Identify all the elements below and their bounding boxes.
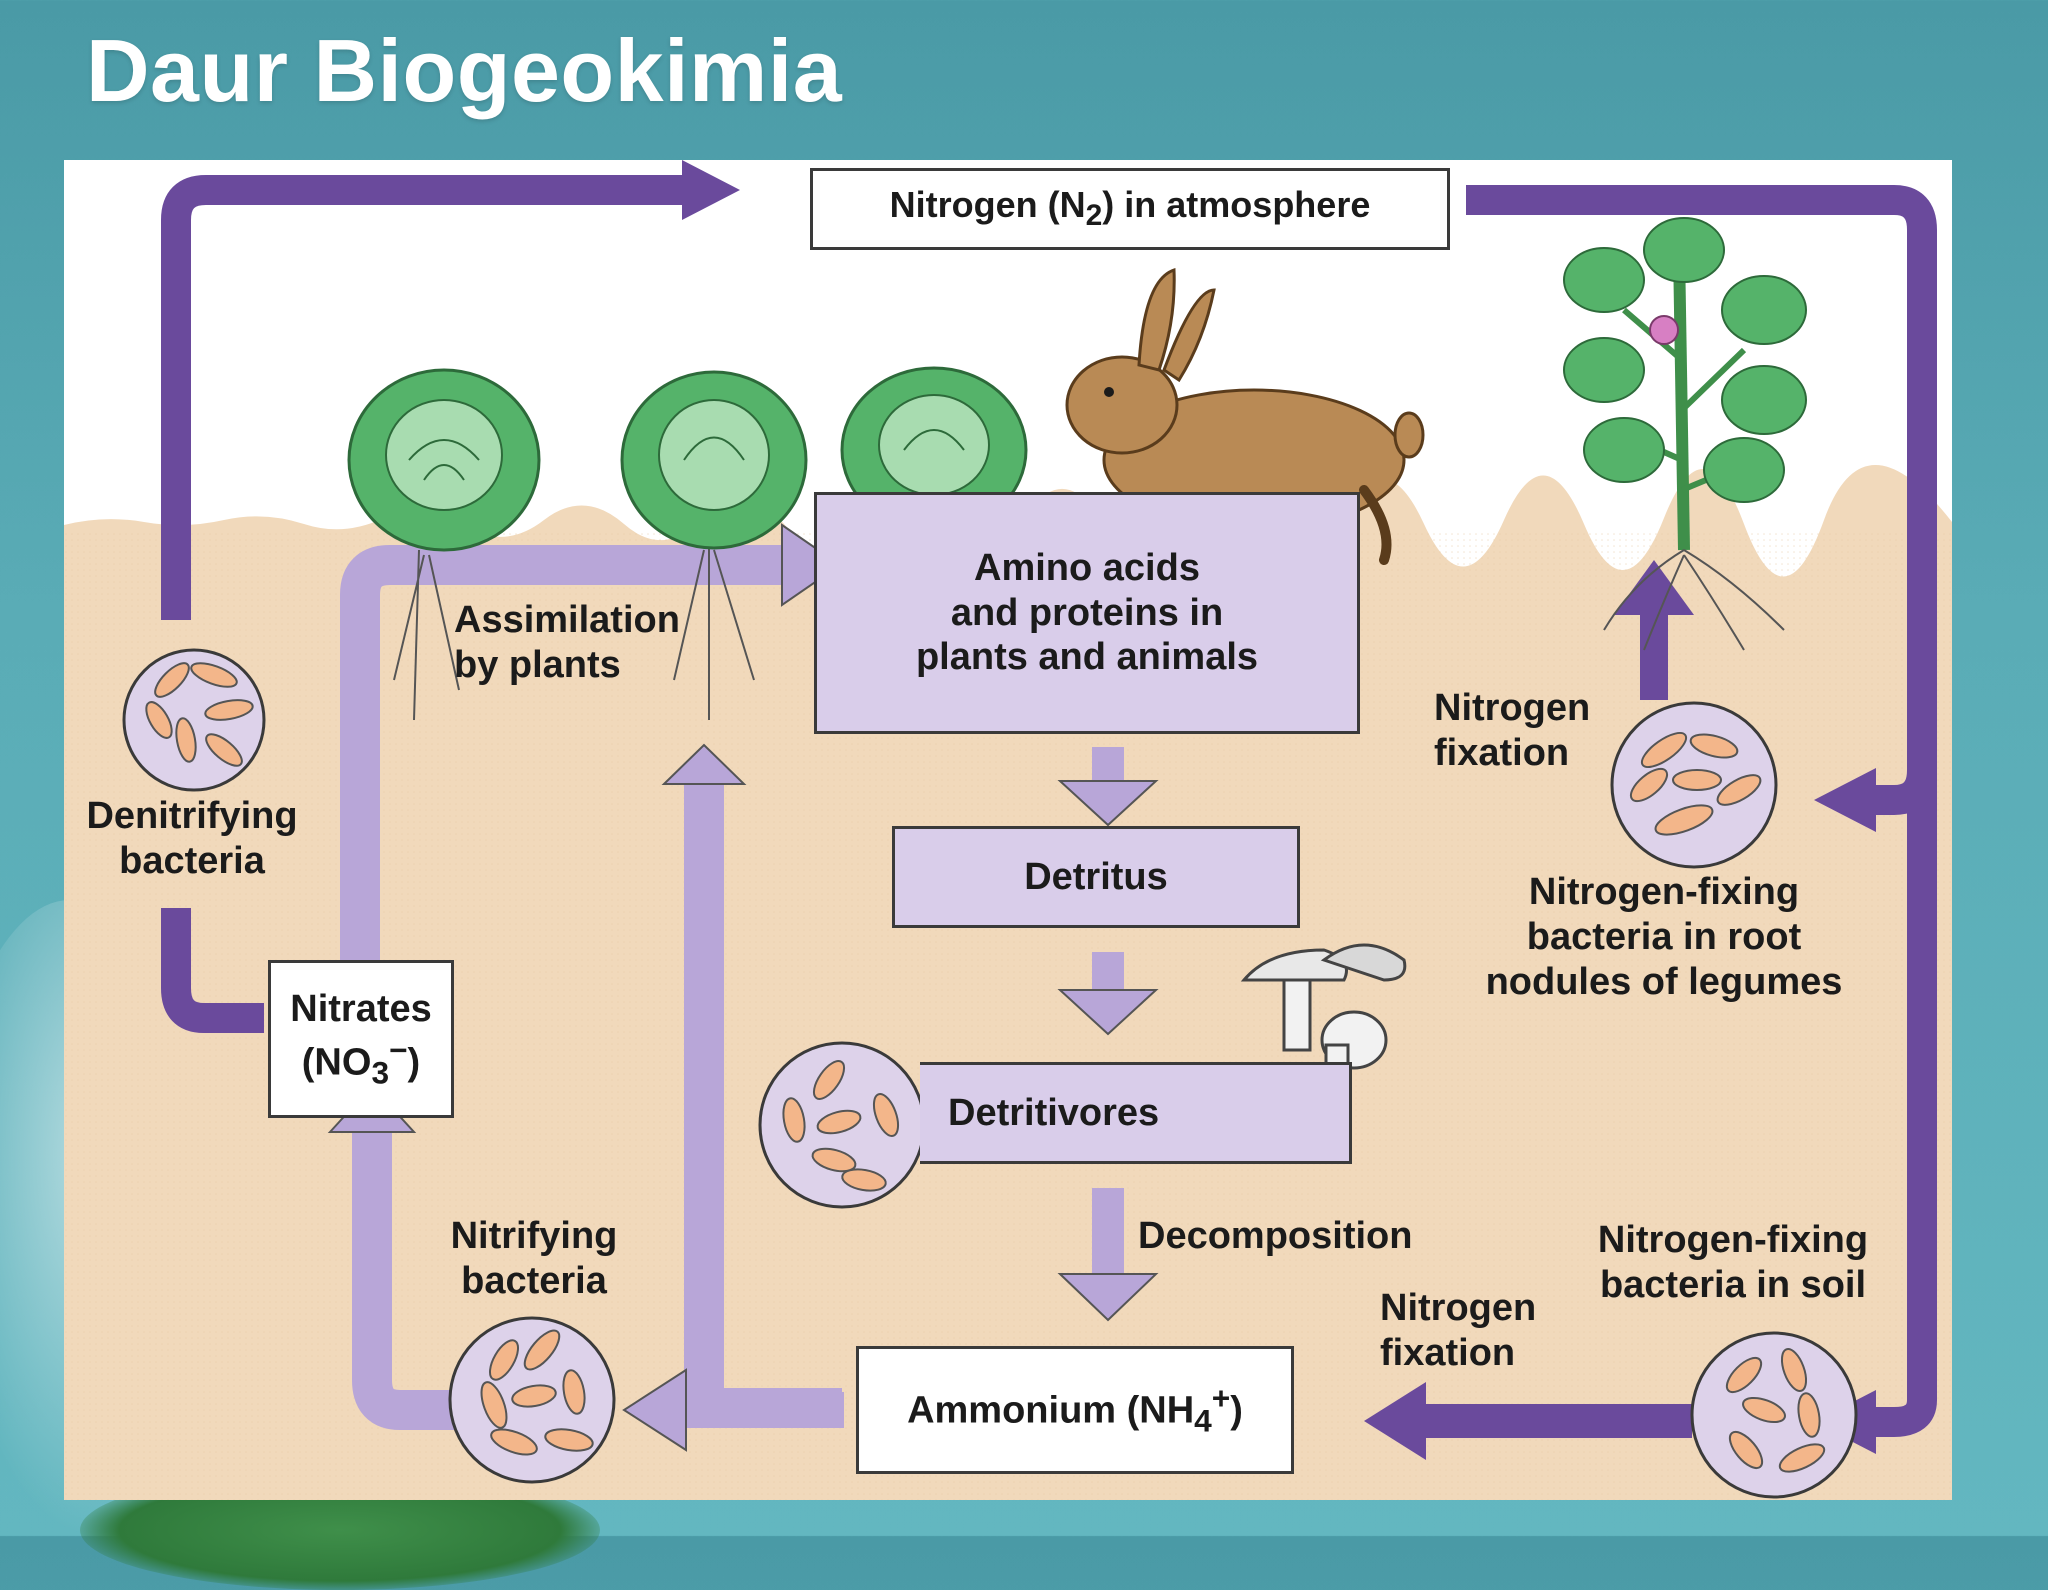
detritivores-box: Detritivores [920, 1062, 1352, 1164]
arrowhead-root-nodules [1814, 768, 1876, 832]
atmosphere-label: Nitrogen (N2) in atmosphere [889, 184, 1371, 233]
nitrates-line-2: (NO3−) [301, 1031, 421, 1090]
soil-bacteria-circle [1690, 1331, 1858, 1499]
nitrogen-fixation-label-bottom: Nitrogen fixation [1380, 1287, 1537, 1374]
arrow-nitrifying-nitrates [352, 1128, 456, 1430]
nitrogen-cycle-figure: Nitrogen (N2) in atmosphere Amino acids … [64, 160, 1952, 1500]
legume-plant-illustration [1563, 217, 1807, 651]
detritus-label: Detritus [1024, 855, 1168, 898]
nitrifying-bacteria-circle [448, 1316, 616, 1484]
nitrifying-label: Nitrifying bacteria [450, 1215, 618, 1302]
arrowhead-atmosphere [682, 160, 740, 220]
nitrates-box: Nitrates (NO3−) [268, 960, 454, 1118]
detritivore-bacteria-circle [758, 1041, 926, 1209]
amino-acids-box: Amino acids and proteins in plants and a… [814, 492, 1360, 734]
arrow-to-atmosphere [161, 175, 684, 620]
cabbage-plant-2 [620, 370, 808, 720]
diagram-graphics [64, 160, 1952, 1500]
decomposition-label: Decomposition [1138, 1215, 1413, 1257]
denitrifying-bacteria-circle [122, 648, 266, 792]
cabbage-plant-1 [347, 368, 541, 721]
arrowhead-amino-acids [781, 523, 842, 607]
mushrooms-illustration [1240, 943, 1407, 1087]
nitrates-line-1: Nitrates [290, 987, 432, 1030]
cabbage-plant-3 [840, 366, 1028, 534]
arrow-atmosphere-right [1466, 185, 1937, 1437]
arrow-assimilation [340, 545, 784, 960]
arrowhead-plant [1614, 560, 1694, 615]
detritus-box: Detritus [892, 826, 1300, 928]
detritivores-label: Detritivores [948, 1091, 1160, 1134]
ammonium-label: Ammonium (NH4+) [907, 1380, 1243, 1439]
soil-bacteria-label: Nitrogen-fixing bacteria in soil [1597, 1219, 1869, 1306]
arrowhead-plants [661, 743, 747, 785]
amino-acids-line-3: plants and animals [915, 636, 1259, 679]
root-nodules-label: Nitrogen-fixing bacteria in root nodules… [1485, 871, 1843, 1003]
amino-acids-line-2: and proteins in [950, 591, 1224, 634]
slide-title: Daur Biogeokimia [86, 21, 843, 120]
atmosphere-box: Nitrogen (N2) in atmosphere [810, 168, 1450, 250]
arrowhead-nitrifying [622, 1368, 687, 1452]
amino-acids-line-1: Amino acids [974, 546, 1200, 589]
arrow-nitrates-denitrify [161, 908, 264, 1033]
ammonium-box: Ammonium (NH4+) [856, 1346, 1294, 1474]
assimilation-label: Assimilation by plants [454, 599, 680, 686]
nitrogen-fixation-label-top: Nitrogen fixation [1434, 687, 1591, 774]
arrowhead-ammonium [1364, 1382, 1426, 1460]
denitrifying-label: Denitrifying bacteria [86, 795, 298, 882]
rabbit-illustration [1065, 267, 1425, 565]
root-nodule-bacteria-circle [1610, 701, 1778, 869]
